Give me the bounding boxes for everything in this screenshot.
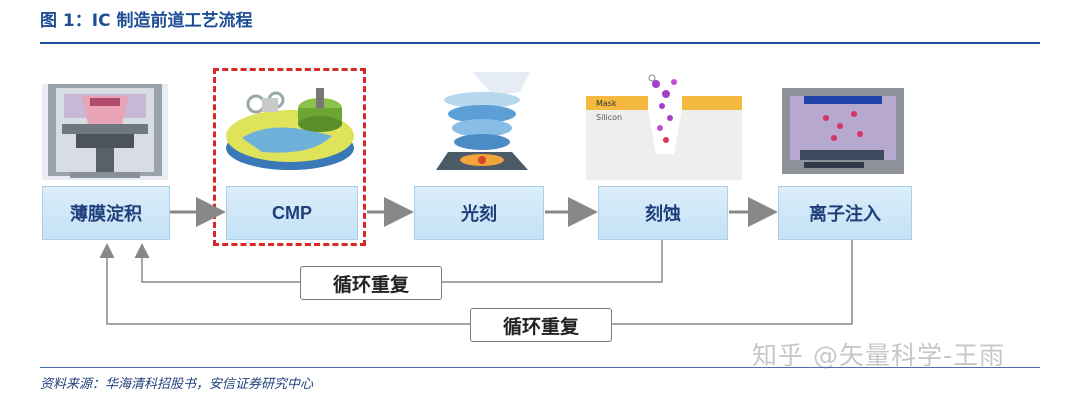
title-divider bbox=[40, 42, 1040, 44]
step-deposition: 薄膜淀积 bbox=[42, 186, 170, 240]
cmp-highlight-box bbox=[213, 68, 366, 246]
step-cmp: CMP bbox=[226, 186, 358, 240]
step-etch: 刻蚀 bbox=[598, 186, 728, 240]
source-note: 资料来源：华海清科招股书，安信证券研究中心 bbox=[40, 377, 314, 392]
cmp-image bbox=[226, 88, 354, 170]
loop-outer-label: 循环重复 bbox=[470, 308, 612, 342]
loop-inner-label: 循环重复 bbox=[300, 266, 442, 300]
footer-divider bbox=[40, 367, 1040, 368]
lithography-image bbox=[436, 72, 530, 170]
deposition-image bbox=[42, 84, 168, 180]
figure-title: 图 1：IC 制造前道工艺流程 bbox=[40, 11, 253, 31]
etch-image: Mask Silicon bbox=[586, 70, 742, 180]
step-ion-implant: 离子注入 bbox=[778, 186, 912, 240]
mask-label: Mask bbox=[596, 99, 617, 108]
silicon-label: Silicon bbox=[596, 113, 622, 122]
watermark: 知乎 @矢量科学-王雨 bbox=[752, 341, 1005, 370]
ion-implant-image bbox=[782, 88, 904, 174]
step-lithography: 光刻 bbox=[414, 186, 544, 240]
